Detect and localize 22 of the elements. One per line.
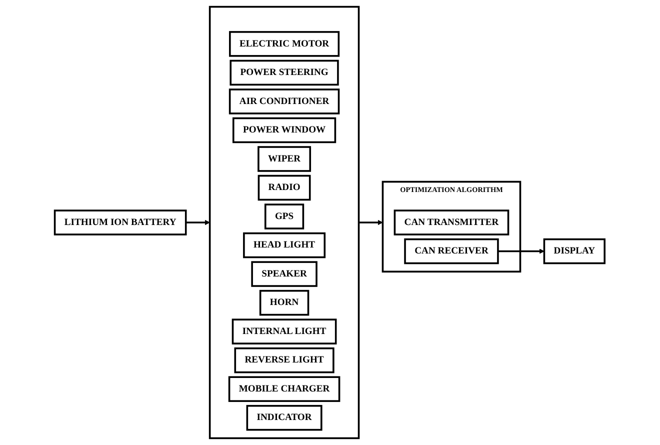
node-box: ELECTRIC MOTOR (229, 31, 340, 57)
node-box: DISPLAY (544, 238, 606, 264)
node-box: CAN TRANSMITTER (394, 210, 510, 236)
arrow (186, 220, 210, 226)
node-box: POWER STEERING (230, 60, 340, 86)
node-box: WIPER (258, 146, 312, 172)
arrow (498, 248, 545, 254)
arrow (359, 220, 384, 226)
node-box: CAN RECEIVER (404, 238, 500, 264)
node-box: REVERSE LIGHT (234, 347, 335, 374)
node-box: SPEAKER (251, 261, 318, 287)
node-box: LITHIUM ION BATTERY (54, 210, 188, 236)
node-box: HEAD LIGHT (243, 232, 326, 258)
node-box: HORN (260, 290, 310, 316)
cluster (209, 6, 360, 440)
node-box: MOBILE CHARGER (228, 376, 340, 402)
node-box: AIR CONDITIONER (229, 88, 340, 114)
node-box: INTERNAL LIGHT (232, 318, 338, 344)
node-box: RADIO (258, 174, 312, 201)
node-box: INDICATOR (246, 404, 323, 431)
node-box: GPS (264, 204, 304, 230)
node-box: POWER WINDOW (232, 117, 336, 144)
